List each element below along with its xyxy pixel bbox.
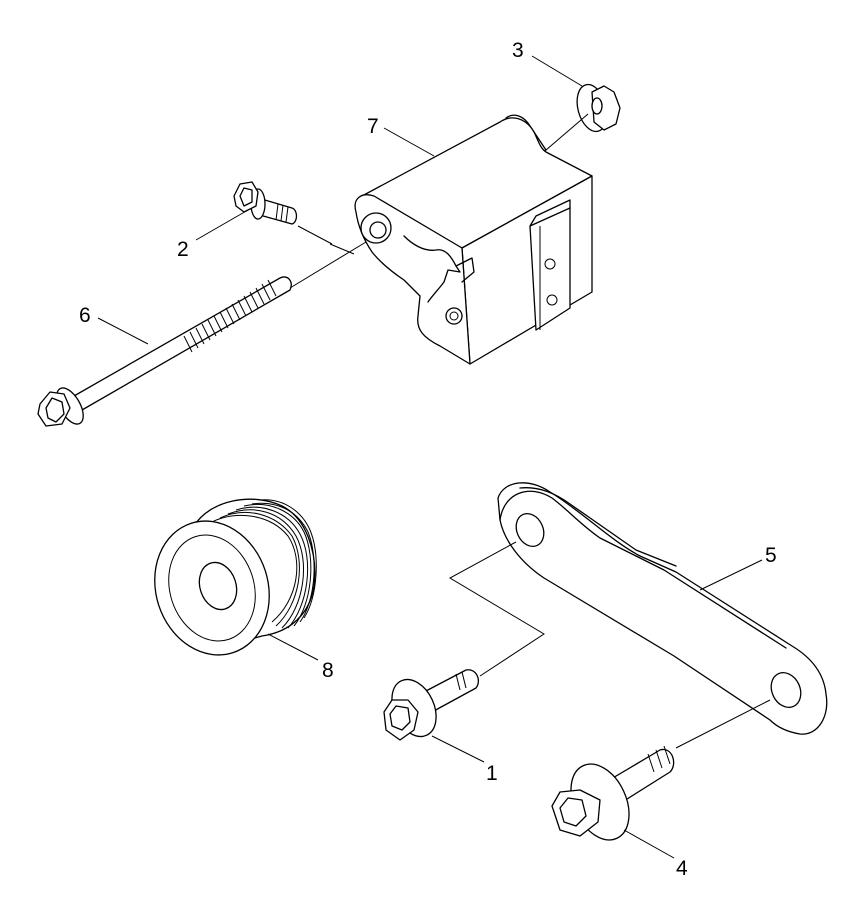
leader-line-4 bbox=[623, 829, 675, 859]
callout-4: 4 bbox=[676, 857, 688, 880]
leader-line-1 bbox=[431, 735, 485, 763]
pulley bbox=[154, 498, 317, 656]
short-flange-bolt bbox=[383, 669, 480, 741]
flange-bolt bbox=[551, 745, 675, 841]
callout-1: 1 bbox=[486, 762, 498, 785]
callout-5: 5 bbox=[765, 544, 777, 567]
flange-nut bbox=[576, 83, 621, 133]
callout-2: 2 bbox=[177, 238, 189, 261]
leader-line-3 bbox=[531, 55, 583, 87]
callout-7: 7 bbox=[367, 115, 379, 138]
callout-6: 6 bbox=[79, 304, 91, 327]
leader-line-5 bbox=[699, 559, 763, 591]
callout-3: 3 bbox=[512, 39, 524, 62]
link-bracket bbox=[497, 482, 828, 735]
pulley-grooves bbox=[211, 499, 317, 629]
callout-labels: 3 7 2 6 8 5 1 4 bbox=[79, 39, 777, 880]
leader-line-8 bbox=[267, 633, 319, 661]
axis-lines-upper bbox=[289, 113, 589, 289]
tensioner-body bbox=[354, 114, 593, 365]
small-flange-bolt bbox=[233, 181, 298, 225]
long-bolt bbox=[37, 276, 292, 427]
leader-lines bbox=[97, 55, 763, 859]
callout-8: 8 bbox=[322, 659, 334, 682]
long-bolt-threads bbox=[183, 279, 277, 353]
leader-line-2 bbox=[195, 209, 249, 241]
axis-lines-lower bbox=[448, 541, 771, 749]
leader-line-7 bbox=[383, 127, 435, 157]
leader-line-6 bbox=[97, 317, 149, 345]
